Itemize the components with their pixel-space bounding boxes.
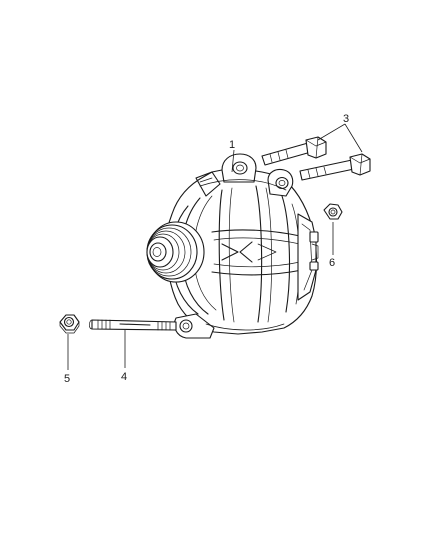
leader-1 (231, 149, 235, 173)
callout-5: 5 (64, 373, 70, 385)
callout-1: 1 (229, 139, 235, 151)
callout-4: 4 (121, 371, 127, 383)
callout-3: 3 (343, 113, 349, 125)
callout-6: 6 (329, 257, 335, 269)
stud-4 (89, 319, 177, 331)
leader-3a (317, 123, 346, 141)
nut-6 (323, 203, 343, 220)
leader-3b (344, 123, 363, 153)
nut-5 (59, 314, 80, 334)
alternator (146, 153, 319, 339)
mounting-bolt-upper (261, 136, 327, 166)
mounting-bolt-lower (299, 153, 371, 181)
leader-lines (67, 123, 363, 370)
